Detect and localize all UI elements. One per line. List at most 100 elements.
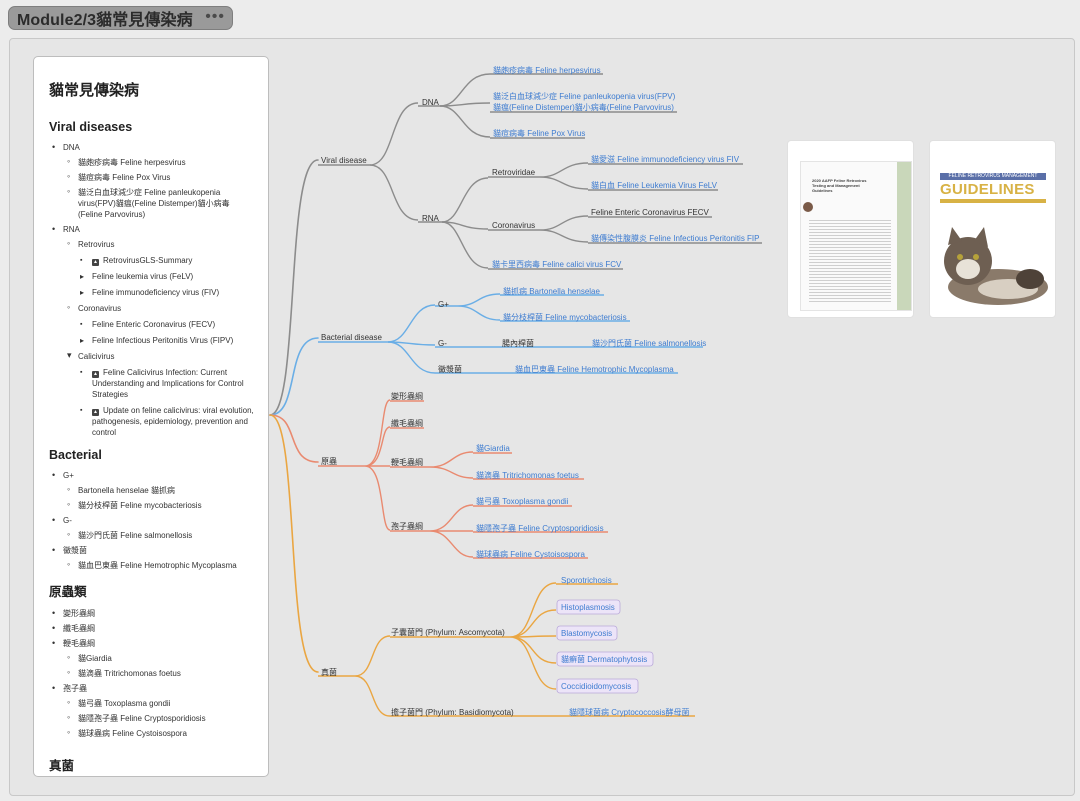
outline-item-sporozoa: 孢子蟲 貓弓蟲 Toxoplasma gondii 貓隱孢子蟲 Feline C… (49, 683, 254, 739)
node-fcv[interactable]: 貓卡里西病毒 Feline calici virus FCV (492, 259, 622, 269)
outline-item-dna: DNA 貓皰疹病毒 Feline herpesvirus 貓痘病毒 Feline… (49, 142, 254, 220)
guidelines-cover: FELINE RETROVIRUS MANAGEMENT GUIDELINES (936, 171, 1053, 311)
guidelines-subbar (940, 199, 1046, 203)
node-tritrichomonas[interactable]: 貓滴蟲 Tritrichomonas foetus (476, 470, 579, 480)
node-fecv[interactable]: Feline Enteric Coronavirus FECV (591, 208, 709, 217)
outline-link[interactable]: 貓分枝桿菌 Feline mycobacteriosis (63, 499, 254, 511)
node-gram-positive[interactable]: G+ (438, 300, 449, 309)
outline-link-pdf[interactable]: ▲Feline Calicivirus Infection: Current U… (78, 367, 254, 400)
section-heading-viral: Viral diseases (49, 120, 133, 134)
outline-item-gneg: G- 貓沙門氏菌 Feline salmonellosis (49, 515, 254, 541)
outline-label: Coronavirus (78, 304, 122, 313)
node-flagellate[interactable]: 鞭毛蟲綱 (391, 457, 423, 467)
tag-box-blastomycosis (556, 625, 618, 641)
outline-link[interactable]: 貓滴蟲 Tritrichomonas foetus (63, 667, 254, 679)
node-salmonellosis[interactable]: 貓沙門氏菌 Feline salmonellosis (592, 338, 706, 348)
outline-label: 黴漿菌 (63, 546, 87, 555)
node-protozoa[interactable]: 原蟲 (321, 456, 337, 466)
node-enterobacteria[interactable]: 腸內桿菌 (502, 338, 534, 348)
node-dermatophytosis[interactable]: 貓癬菌 Dermatophytosis (561, 654, 647, 664)
outline-label: DNA (63, 143, 80, 152)
outline-link[interactable]: Feline Infectious Peritonitis Virus (FIP… (78, 335, 254, 346)
aafp-doc-sidebar (897, 162, 911, 310)
node-cryptococcosis[interactable]: 貓隱球菌病 Cryptococcosis酵母菌 (569, 707, 689, 717)
tag-box-coccidioidomycosis (556, 678, 639, 694)
attachment-card-aafp[interactable]: 2020 AAFP Feline Retrovirus Testing and … (787, 140, 914, 318)
node-toxoplasma[interactable]: 貓弓蟲 Toxoplasma gondii (476, 496, 569, 506)
node-viral-disease[interactable]: Viral disease (321, 156, 367, 165)
node-basidiomycota[interactable]: 擔子菌門 (Phylum: Basidiomycota) (391, 707, 514, 717)
outline-link[interactable]: Feline immunodeficiency virus (FIV) (78, 287, 254, 298)
node-sporozoa[interactable]: 孢子蟲綱 (391, 521, 423, 531)
outline-item-calicivirus[interactable]: Calicivirus ▲Feline Calicivirus Infectio… (63, 350, 254, 438)
pdf-icon: ▲ (92, 409, 99, 416)
node-giardia[interactable]: 貓Giardia (476, 443, 510, 453)
node-feline-panleukopenia[interactable]: 貓泛白血球減少症 Feline panleukopenia virus(FPV) (493, 91, 676, 101)
outline-item-rna: RNA Retrovirus ▲RetrovirusGLS-Summary Fe… (49, 224, 254, 438)
node-dna[interactable]: DNA (422, 98, 440, 107)
node-coronavirus[interactable]: Coronavirus (492, 221, 535, 230)
node-bartonella[interactable]: 貓抓病 Bartonella henselae (503, 286, 600, 296)
outline-item-gpos: G+ Bartonella henselae 貓抓病 貓分枝桿菌 Feline … (49, 470, 254, 511)
outline-link[interactable]: Feline leukemia virus (FeLV) (78, 271, 254, 282)
node-feline-herpesvirus[interactable]: 貓皰疹病毒 Feline herpesvirus (493, 65, 601, 75)
outline-label: 孢子蟲 (63, 684, 87, 693)
node-fip[interactable]: 貓傳染性腹膜炎 Feline Infectious Peritonitis FI… (591, 233, 760, 243)
node-hemotrophic-mycoplasma[interactable]: 貓血巴東蟲 Feline Hemotrophic Mycoplasma (515, 364, 674, 374)
node-mycoplasma[interactable]: 黴漿菌 (438, 364, 462, 374)
outline-link[interactable]: 貓泛白血球減少症 Feline panleukopenia virus(FPV)… (63, 186, 254, 220)
outline-link[interactable]: 貓沙門氏菌 Feline salmonellosis (63, 529, 254, 541)
outline-link[interactable]: 貓痘病毒 Feline Pox Virus (63, 171, 254, 183)
node-cystoisospora[interactable]: 貓球蟲病 Feline Cystoisospora (476, 549, 585, 559)
edge-root-protozoa (269, 414, 319, 463)
outline-label: G- (63, 516, 72, 525)
section-heading-fungi: 真菌 (49, 759, 75, 773)
attachment-card-guidelines[interactable]: FELINE RETROVIRUS MANAGEMENT GUIDELINES (929, 140, 1056, 318)
outline-item-coronavirus: Coronavirus Feline Enteric Coronavirus (… (63, 302, 254, 346)
node-felv[interactable]: 貓白血 Feline Leukemia Virus FeLV (591, 180, 718, 190)
node-blastomycosis[interactable]: Blastomycosis (561, 629, 612, 638)
outline-link-pdf[interactable]: ▲Update on feline calicivirus: viral evo… (78, 405, 254, 438)
outline-link[interactable]: Bartonella henselae 貓抓病 (63, 484, 254, 496)
outline-label: G+ (63, 471, 74, 480)
outline-label: 鞭毛蟲綱 (63, 639, 95, 648)
outline-item-flagellate: 鞭毛蟲綱 貓Giardia 貓滴蟲 Tritrichomonas foetus (49, 638, 254, 679)
node-retroviridae[interactable]: Retroviridae (492, 168, 536, 177)
outline-link[interactable]: 貓弓蟲 Toxoplasma gondii (63, 697, 254, 709)
document-title: Module2/3貓常見傳染病 (17, 12, 193, 29)
outline-link-label: Update on feline calicivirus: viral evol… (92, 406, 254, 437)
outline-item: Feline Enteric Coronavirus (FECV) (78, 319, 254, 330)
node-sporotrichosis[interactable]: Sporotrichosis (561, 576, 612, 585)
document-title-bar[interactable]: Module2/3貓常見傳染病 ••• (8, 6, 233, 30)
aafp-doc-photo (803, 202, 813, 212)
more-options-icon[interactable]: ••• (205, 8, 225, 25)
node-cryptosporidiosis[interactable]: 貓隱孢子蟲 Feline Cryptosporidiosis (476, 523, 604, 533)
outline-link[interactable]: 貓血巴東蟲 Feline Hemotrophic Mycoplasma (63, 559, 254, 571)
outline-link[interactable]: 貓Giardia (63, 652, 254, 664)
node-mycobacteriosis[interactable]: 貓分枝桿菌 Feline mycobacteriosis (503, 312, 627, 322)
node-feline-distemper[interactable]: 貓瘟(Feline Distemper)貓小病毒(Feline Parvovir… (493, 102, 674, 112)
outline-title: 貓常見傳染病 (49, 82, 140, 99)
cat-photo (944, 227, 1048, 305)
node-feline-pox-virus[interactable]: 貓痘病毒 Feline Pox Virus (493, 128, 585, 138)
outline-link[interactable]: 貓隱孢子蟲 Feline Cryptosporidiosis (63, 712, 254, 724)
node-coccidioidomycosis[interactable]: Coccidioidomycosis (561, 682, 631, 691)
outline-panel[interactable]: 貓常見傳染病 Viral diseases DNA 貓皰疹病毒 Feline h… (33, 56, 269, 777)
node-bacterial-disease[interactable]: Bacterial disease (321, 333, 382, 342)
outline-link[interactable]: 貓皰疹病毒 Feline herpesvirus (63, 156, 254, 168)
pdf-icon: ▲ (92, 259, 99, 266)
tag-box-dermatophytosis (556, 651, 654, 667)
outline-link[interactable]: 貓球蟲病 Feline Cystoisospora (63, 727, 254, 739)
node-fungi[interactable]: 真菌 (321, 667, 337, 677)
node-ciliate[interactable]: 纖毛蟲綱 (391, 418, 423, 428)
node-amoeba[interactable]: 變形蟲綱 (391, 391, 423, 401)
node-gram-negative[interactable]: G- (438, 339, 447, 348)
node-histoplasmosis[interactable]: Histoplasmosis (561, 603, 615, 612)
node-ascomycota[interactable]: 子囊菌門 (Phylum: Ascomycota) (391, 627, 505, 637)
node-fiv[interactable]: 貓愛滋 Feline immunodeficiency virus FIV (591, 154, 740, 164)
outline-label: Retrovirus (78, 240, 115, 249)
node-rna[interactable]: RNA (422, 214, 440, 223)
aafp-doc-thumbnail: 2020 AAFP Feline Retrovirus Testing and … (800, 161, 912, 311)
outline-link-pdf[interactable]: ▲RetrovirusGLS-Summary (78, 255, 254, 266)
